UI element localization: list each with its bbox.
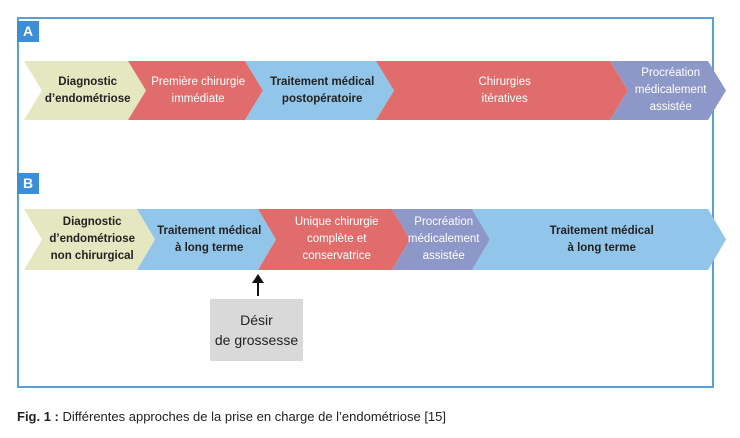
row-a-label-2: Première chirurgie immédiate: [151, 75, 246, 105]
figure-frame: [17, 17, 714, 388]
row-b-chevron-2: [137, 209, 276, 270]
row-b-label-5: Traitement médical à long terme: [549, 224, 654, 254]
caption-prefix: Fig. 1 :: [17, 409, 59, 424]
row-a-label-1: Diagnostic d’endométriose: [44, 75, 131, 105]
figure-caption: Fig. 1 : Différentes approches de la pri…: [17, 409, 446, 424]
row-b-chevron-5: [472, 209, 726, 270]
row-b-badge: B: [17, 173, 39, 194]
row-a-chevron-4: [376, 61, 628, 120]
row-a-chevron-1: [24, 61, 146, 120]
row-a-chevron-2: [128, 61, 263, 120]
row-b-label-1: Diagnostic d’endométriose non chirurgica…: [49, 216, 136, 262]
caption-text: Différentes approches de la prise en cha…: [58, 409, 447, 424]
row-b-label-3: Unique chirurgie complète et conservatri…: [294, 216, 379, 262]
desire-arrow: [252, 274, 264, 296]
row-b-chevron-4: [392, 209, 490, 270]
row-b-chevrons: [24, 209, 726, 270]
row-b-label-4: Procréation médicalement assistée: [407, 216, 480, 262]
row-b-label-2: Traitement médical à long terme: [157, 224, 262, 254]
row-a-label-3: Traitement médical postopératoire: [270, 75, 375, 105]
row-b-chevron-1: [24, 209, 155, 270]
row-a-label-5: Procréation médicalement assistée: [634, 67, 707, 113]
row-b-chevron-3: [258, 209, 410, 270]
row-a-chevron-5: [610, 61, 726, 120]
row-a-chevron-3: [245, 61, 394, 120]
row-a-chevrons: [24, 61, 726, 120]
row-a-label-4: Chirurgies itératives: [478, 75, 531, 105]
desire-box: Désir de grossesse: [210, 299, 303, 361]
row-a-badge: A: [17, 21, 39, 42]
